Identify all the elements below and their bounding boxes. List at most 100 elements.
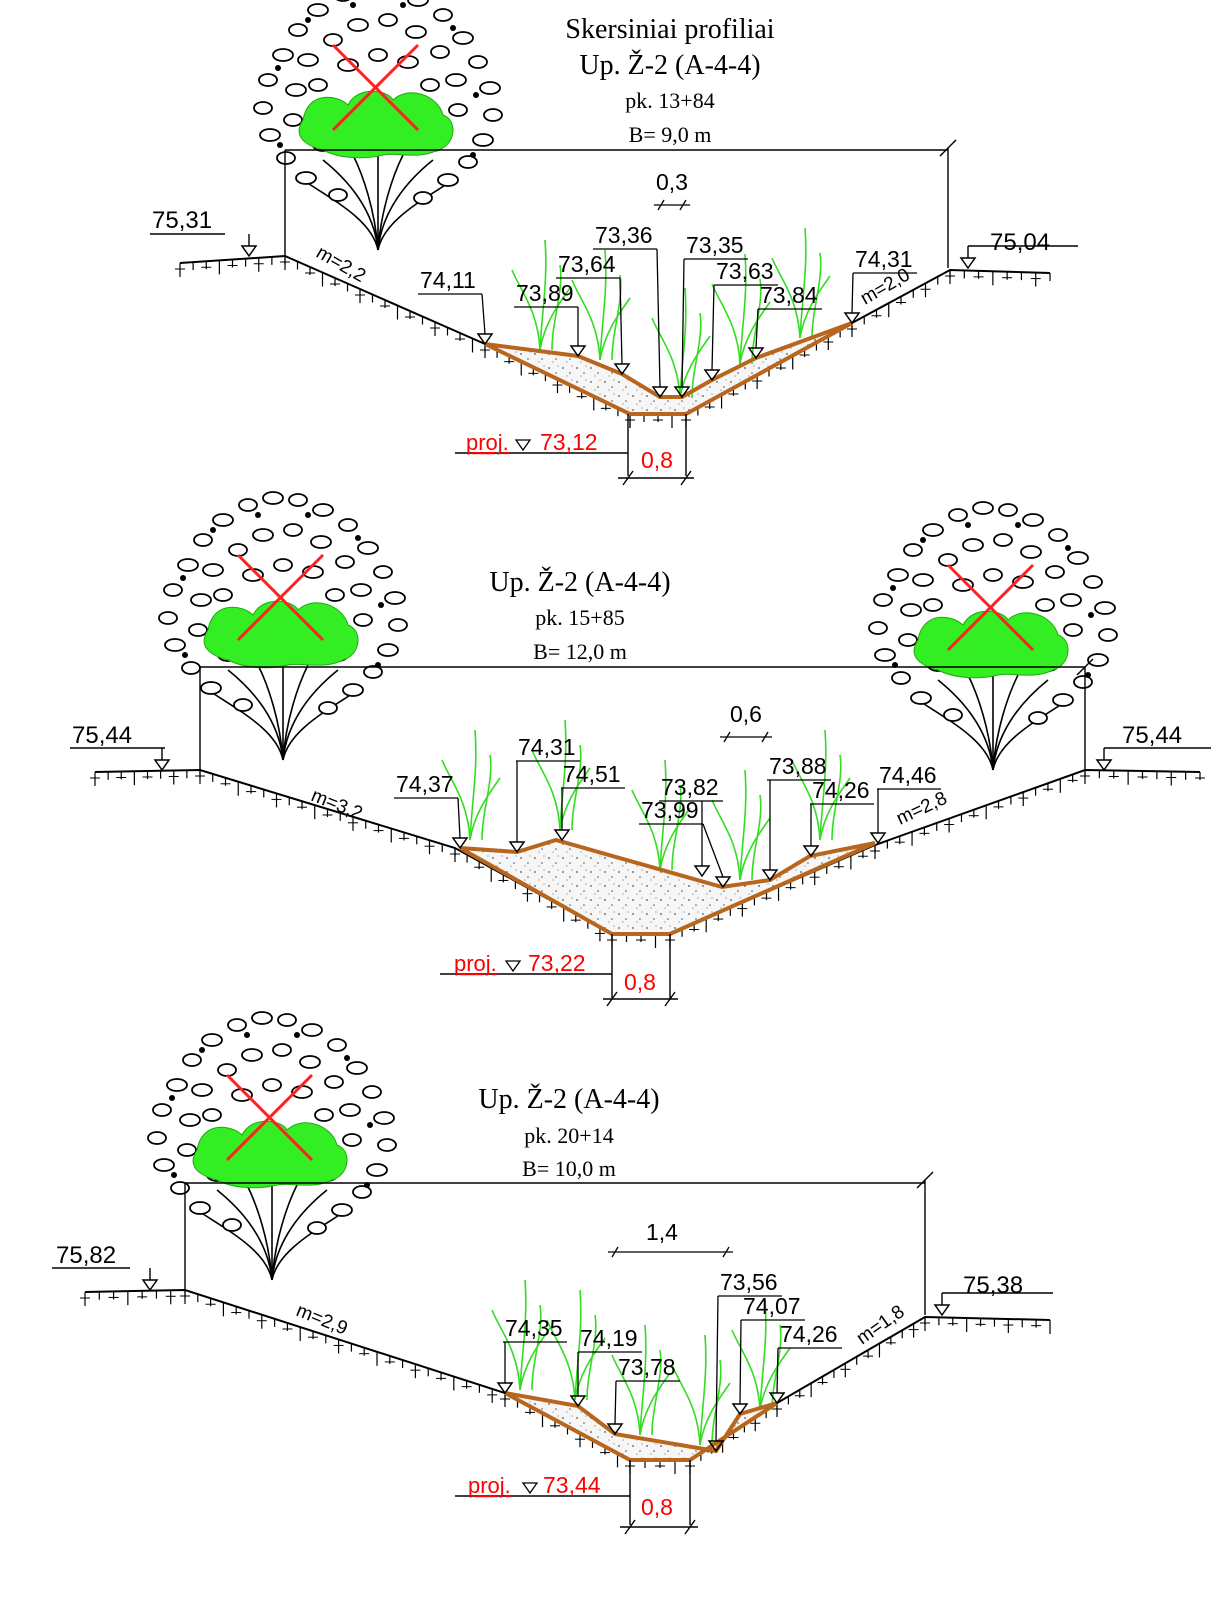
level-marker-icon — [802, 845, 820, 858]
elevation-label: 73,89 — [516, 280, 574, 306]
left-bank-elevation: 75,82 — [56, 1242, 116, 1269]
tree-icon — [252, 0, 504, 252]
elevation-label: 73,78 — [618, 1354, 676, 1380]
level-marker-icon — [521, 1482, 539, 1495]
elevation-leader-drop — [755, 308, 759, 349]
elevation-label: 73,63 — [716, 258, 774, 284]
channel-bed-line — [504, 1391, 779, 1462]
elevation-label: 73,64 — [558, 251, 616, 277]
profile-1: Up. Ž-2 (A-4-4)pk. 13+84B= 9,0 m75,3175,… — [150, 0, 1078, 486]
bottom-width-tick — [684, 1519, 696, 1535]
grass-icon — [791, 729, 851, 841]
profile-river-label: Up. Ž-2 (A-4-4) — [579, 50, 760, 81]
width-dimension-tick — [1076, 658, 1094, 676]
elevation-leader-drop — [702, 823, 724, 878]
ground-hatching — [80, 1290, 1051, 1474]
elevation-label: 74,31 — [855, 246, 913, 272]
project-level-prefix: proj. — [454, 951, 497, 976]
profile-station-label: pk. 20+14 — [524, 1123, 613, 1148]
grass-icon — [546, 1289, 606, 1401]
bottom-width-tick — [606, 991, 618, 1007]
level-marker-icon — [761, 869, 779, 882]
profile-width-label: B= 12,0 m — [533, 639, 627, 664]
tree-icon — [157, 490, 409, 762]
elevation-leader-drop — [457, 797, 461, 839]
elevation-label: 73,82 — [661, 774, 719, 800]
project-level-prefix: proj. — [468, 1473, 511, 1498]
right-bank-elevation: 75,04 — [990, 229, 1050, 256]
top-dimension-label: 1,4 — [646, 1219, 678, 1245]
elevation-label: 74,35 — [505, 1315, 563, 1341]
level-marker-icon — [843, 312, 861, 325]
sediment-fill — [460, 840, 875, 934]
top-dimension-tick — [657, 199, 665, 211]
sediment-surface-line — [484, 321, 853, 399]
grass-icon — [631, 759, 691, 871]
profile-3: Up. Ž-2 (A-4-4)pk. 20+14B= 10,0 m75,8275… — [52, 1010, 1053, 1535]
sediment-surface-line — [504, 1391, 778, 1454]
elevation-label: 74,11 — [420, 267, 476, 293]
level-marker-icon — [451, 837, 469, 850]
top-dimension-tick — [722, 1246, 730, 1258]
grass-icon — [771, 227, 831, 339]
elevation-label: 73,88 — [769, 753, 827, 779]
right-bank-elevation: 75,44 — [1122, 722, 1182, 749]
elevation-label: 74,31 — [518, 734, 576, 760]
channel-bed-line — [484, 321, 853, 416]
top-dimension-tick — [611, 1246, 619, 1258]
level-marker-icon — [707, 1440, 725, 1453]
elevation-label: 74,26 — [780, 1321, 838, 1347]
elevation-leader-drop — [656, 248, 661, 388]
grass-icon — [651, 287, 711, 399]
left-bank-elevation: 75,44 — [72, 722, 132, 749]
level-marker-icon — [613, 363, 631, 376]
level-marker-icon — [933, 1304, 951, 1317]
channel-bed-line — [459, 841, 876, 936]
right-bank-elevation: 75,38 — [963, 1272, 1023, 1299]
width-dimension-tick — [939, 139, 957, 157]
right-slope-label: m=2,8 — [893, 788, 950, 830]
level-marker-icon — [673, 386, 691, 399]
level-marker-icon — [747, 347, 765, 360]
elevation-leader-drop — [619, 277, 623, 365]
level-marker-icon — [496, 1382, 514, 1395]
elevation-label: 73,84 — [760, 282, 818, 308]
level-marker-icon — [651, 386, 669, 399]
elevation-leader-drop — [739, 1319, 742, 1405]
elevation-label: 73,35 — [686, 232, 744, 258]
elevation-leader-drop — [851, 272, 854, 314]
grass-icon — [671, 1334, 731, 1446]
sediment-fill — [505, 1393, 777, 1460]
profile-station-label: pk. 13+84 — [625, 88, 714, 113]
level-marker-icon — [153, 759, 171, 772]
elevation-label: 74,19 — [580, 1325, 638, 1351]
grass-icon — [711, 769, 771, 881]
level-marker-icon — [141, 1279, 159, 1292]
project-level-value: 73,22 — [528, 950, 586, 976]
elevation-label: 74,26 — [812, 777, 870, 803]
level-marker-icon — [869, 832, 887, 845]
level-marker-icon — [240, 245, 258, 258]
width-dimension-tick — [916, 1171, 934, 1189]
level-marker-icon — [569, 345, 587, 358]
level-marker-icon — [1095, 759, 1113, 772]
elevation-label: 74,51 — [563, 761, 621, 787]
left-slope-label: m=3,2 — [308, 785, 365, 824]
level-marker-icon — [476, 333, 494, 346]
level-marker-icon — [606, 1423, 624, 1436]
elevation-leader-drop — [614, 1380, 617, 1425]
tree-icon — [867, 500, 1119, 772]
elevation-leader-drop — [681, 258, 685, 388]
sediment-fill — [485, 323, 852, 414]
elevation-leader-drop — [715, 1295, 719, 1442]
bottom-width-label: 0,8 — [641, 447, 673, 473]
profile-width-label: B= 9,0 m — [629, 122, 712, 147]
level-marker-icon — [693, 865, 711, 878]
top-dimension-tick — [761, 731, 769, 743]
level-marker-icon — [508, 841, 526, 854]
bottom-width-tick — [680, 470, 692, 486]
level-marker-icon — [553, 829, 571, 842]
elevation-label: 74,46 — [879, 762, 937, 788]
level-marker-icon — [731, 1403, 749, 1416]
